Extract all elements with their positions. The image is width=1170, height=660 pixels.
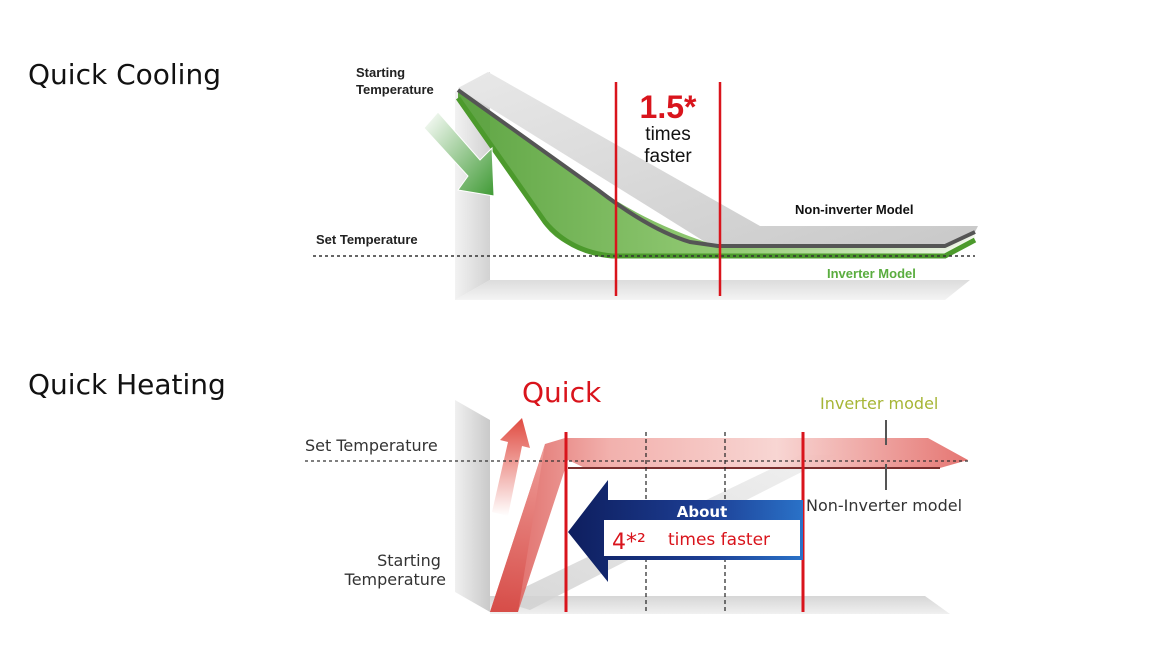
non-inverter-curve [456, 88, 976, 248]
quick-cooling-title: Quick Cooling [28, 58, 221, 91]
heating-up-arrow-icon [492, 418, 530, 516]
non-inverter-band [458, 72, 978, 250]
quick-heating-title: Quick Heating [28, 368, 226, 401]
cooling-multiplier: 1.5* [640, 89, 697, 125]
heating-non-inverter-label: Non-Inverter model [806, 496, 962, 515]
inverter-band [490, 438, 968, 612]
heating-set-temperature-label: Set Temperature [305, 436, 438, 455]
cooling-faster-label: faster [644, 146, 692, 167]
heating-floor [490, 596, 950, 614]
heating-multiplier-label: 4*² [612, 530, 646, 555]
cooling-down-arrow-icon [423, 111, 495, 197]
heating-faster-arrow [568, 480, 803, 582]
cooling-floor [455, 280, 970, 300]
inverter-band [455, 92, 977, 259]
cooling-set-temperature-label: Set Temperature [316, 232, 418, 247]
heating-starting-label: Starting Temperature [344, 551, 446, 589]
heating-faster-label: times faster [668, 530, 770, 550]
heating-about-label: About [677, 503, 728, 521]
heating-quick-label: Quick [522, 376, 602, 409]
cooling-starting-label: Starting Temperature [356, 65, 434, 97]
cooling-times-label: times [645, 124, 690, 145]
cooling-inverter-label: Inverter Model [827, 266, 916, 281]
heating-back-wall [455, 400, 490, 612]
heating-inverter-label: Inverter model [820, 394, 938, 413]
cooling-non-inverter-label: Non-inverter Model [795, 202, 913, 217]
